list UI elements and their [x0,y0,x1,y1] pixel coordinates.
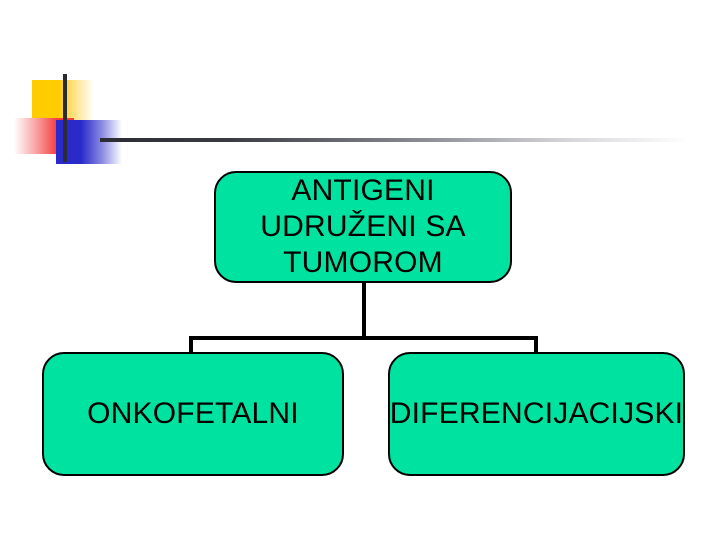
red-square-icon [14,118,74,154]
connector-bus [189,336,538,340]
yellow-square-icon [32,80,94,122]
blue-square-icon [56,120,122,164]
node-root[interactable]: ANTIGENI UDRUŽENI SA TUMOROM [214,171,512,283]
node-onkofetalni[interactable]: ONKOFETALNI [42,352,344,476]
connector-bus-to-diferencijacijski [534,336,538,356]
node-diferencijacijski[interactable]: DIFERENCIJACIJSKI [388,352,685,476]
node-root-label: ANTIGENI UDRUŽENI SA TUMOROM [260,174,466,279]
corner-graphic [0,0,720,175]
node-diferencijacijski-label: DIFERENCIJACIJSKI [389,397,684,430]
node-onkofetalni-label: ONKOFETALNI [87,397,299,430]
vertical-rule-icon [63,74,67,162]
connector-root-to-bus [362,283,366,339]
horizontal-rule-icon [100,138,690,142]
connector-bus-to-onkofetalni [189,336,193,356]
